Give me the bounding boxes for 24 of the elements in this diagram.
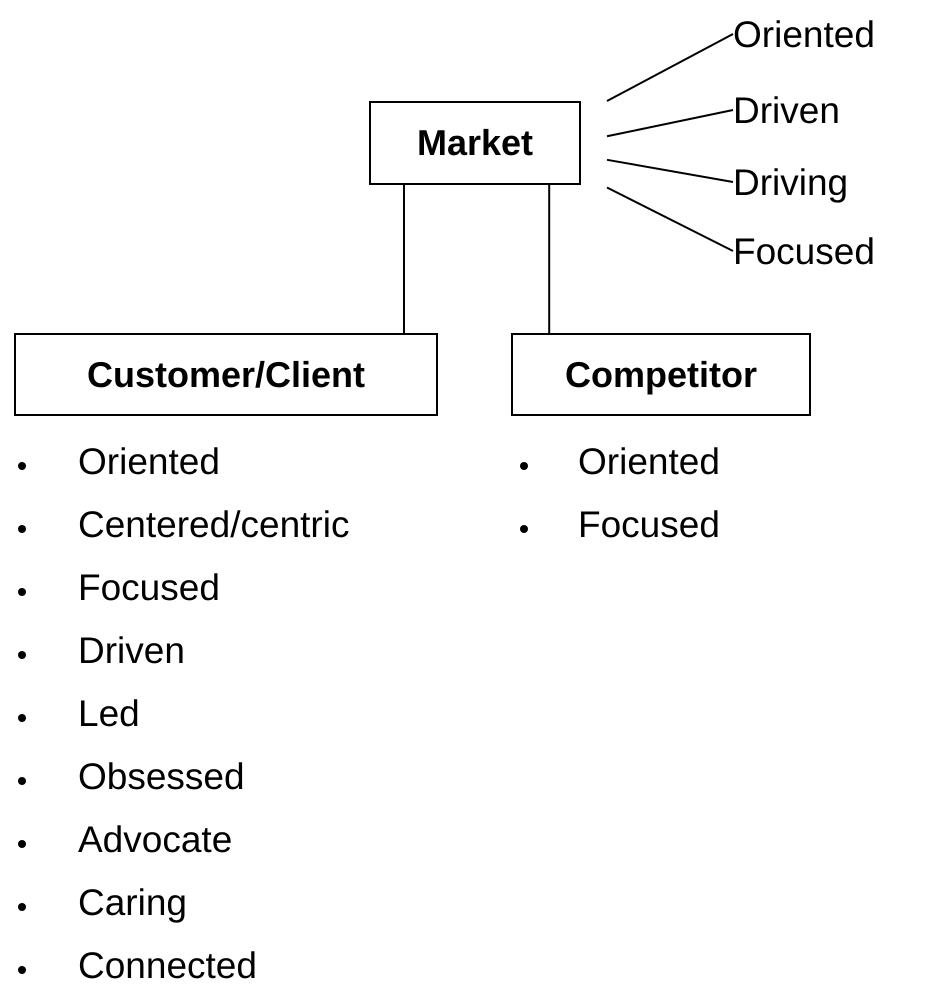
list-item: Focused [78,566,220,610]
connector-line [606,33,734,102]
text-label: Oriented [733,10,925,58]
list-item: Advocate [78,818,232,862]
list-item: Obsessed [78,755,245,799]
connector-line [606,158,734,183]
text-label: Focused [733,227,913,275]
label-box: Customer/Client [14,333,438,416]
list-item: Driven [78,629,185,673]
list-item: Caring [78,881,187,925]
list-item: Oriented [78,440,220,484]
text-label: Driving [733,158,893,206]
connector-line [548,185,550,333]
list-item: Connected [78,944,257,988]
list-item: Led [78,692,140,736]
list-item: Centered/centric [78,503,350,547]
label-box: Competitor [511,333,811,416]
connector-line [606,186,734,252]
list-item: Oriented [578,440,720,484]
text-label: Driven [733,86,883,134]
list-item: Focused [578,503,720,547]
connector-line [402,185,405,333]
label-box: Market [369,101,581,185]
connector-line [606,109,734,138]
